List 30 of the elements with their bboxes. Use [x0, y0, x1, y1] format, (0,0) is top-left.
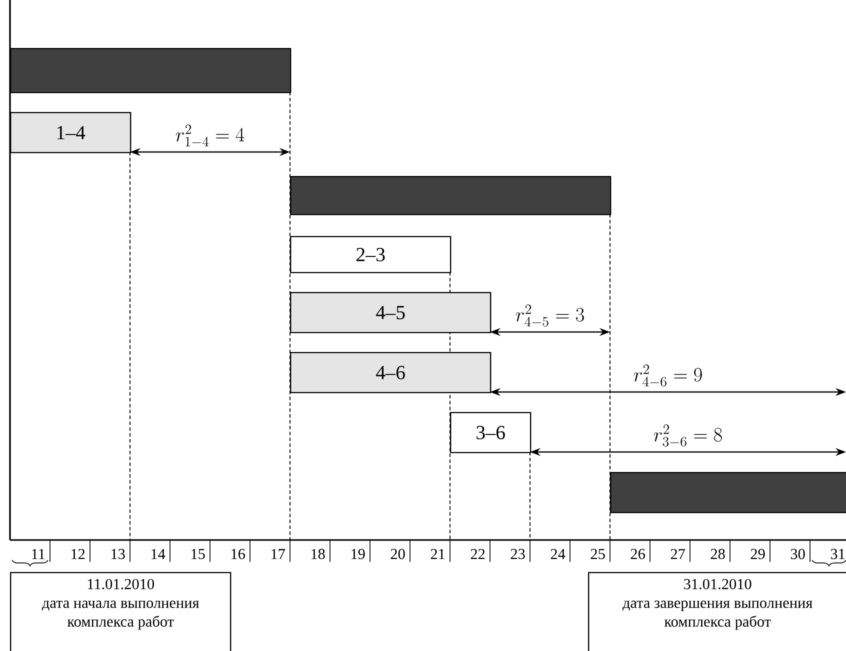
day-number: 23	[510, 548, 525, 560]
task-box: 4–6	[290, 352, 492, 394]
day-number: 22	[470, 548, 485, 560]
day-number: 18	[312, 548, 325, 560]
task-box: 4–5	[290, 292, 492, 334]
day-number: 25	[590, 548, 605, 560]
task-bar	[610, 472, 846, 514]
task-bar	[10, 48, 292, 94]
day-number: 28	[710, 548, 725, 560]
day-number: 16	[232, 548, 245, 560]
reserve-label: $r^{2}_{1-4} = 4$	[176, 124, 244, 146]
reserve-label: $r^{2}_{4-5} = 3$	[516, 304, 584, 327]
reserve-label: $r^{2}_{4-6} = 9$	[634, 364, 702, 387]
task-box: 3–6	[450, 412, 532, 454]
task-box: 2–3	[290, 236, 452, 274]
day-number: 30	[790, 548, 805, 560]
day-number: 26	[630, 548, 645, 560]
day-number: 27	[670, 548, 685, 560]
day-number: 24	[550, 548, 566, 560]
day-number: 20	[390, 548, 405, 560]
day-number: 17	[272, 548, 285, 560]
date-box: 11.01.2010 дата начала выполнения комплекса работ	[10, 572, 232, 651]
day-number: 29	[750, 548, 765, 560]
date-box: 31.01.2010 дата завершения выполнения комплекса работ	[588, 572, 846, 651]
task-box: 1–4	[10, 112, 132, 154]
day-number: 19	[352, 548, 365, 560]
task-bar	[290, 176, 612, 216]
day-number: 31	[830, 548, 845, 560]
reserve-label: $r^{2}_{3-6} = 8$	[654, 424, 722, 447]
day-number: 21	[430, 548, 445, 560]
